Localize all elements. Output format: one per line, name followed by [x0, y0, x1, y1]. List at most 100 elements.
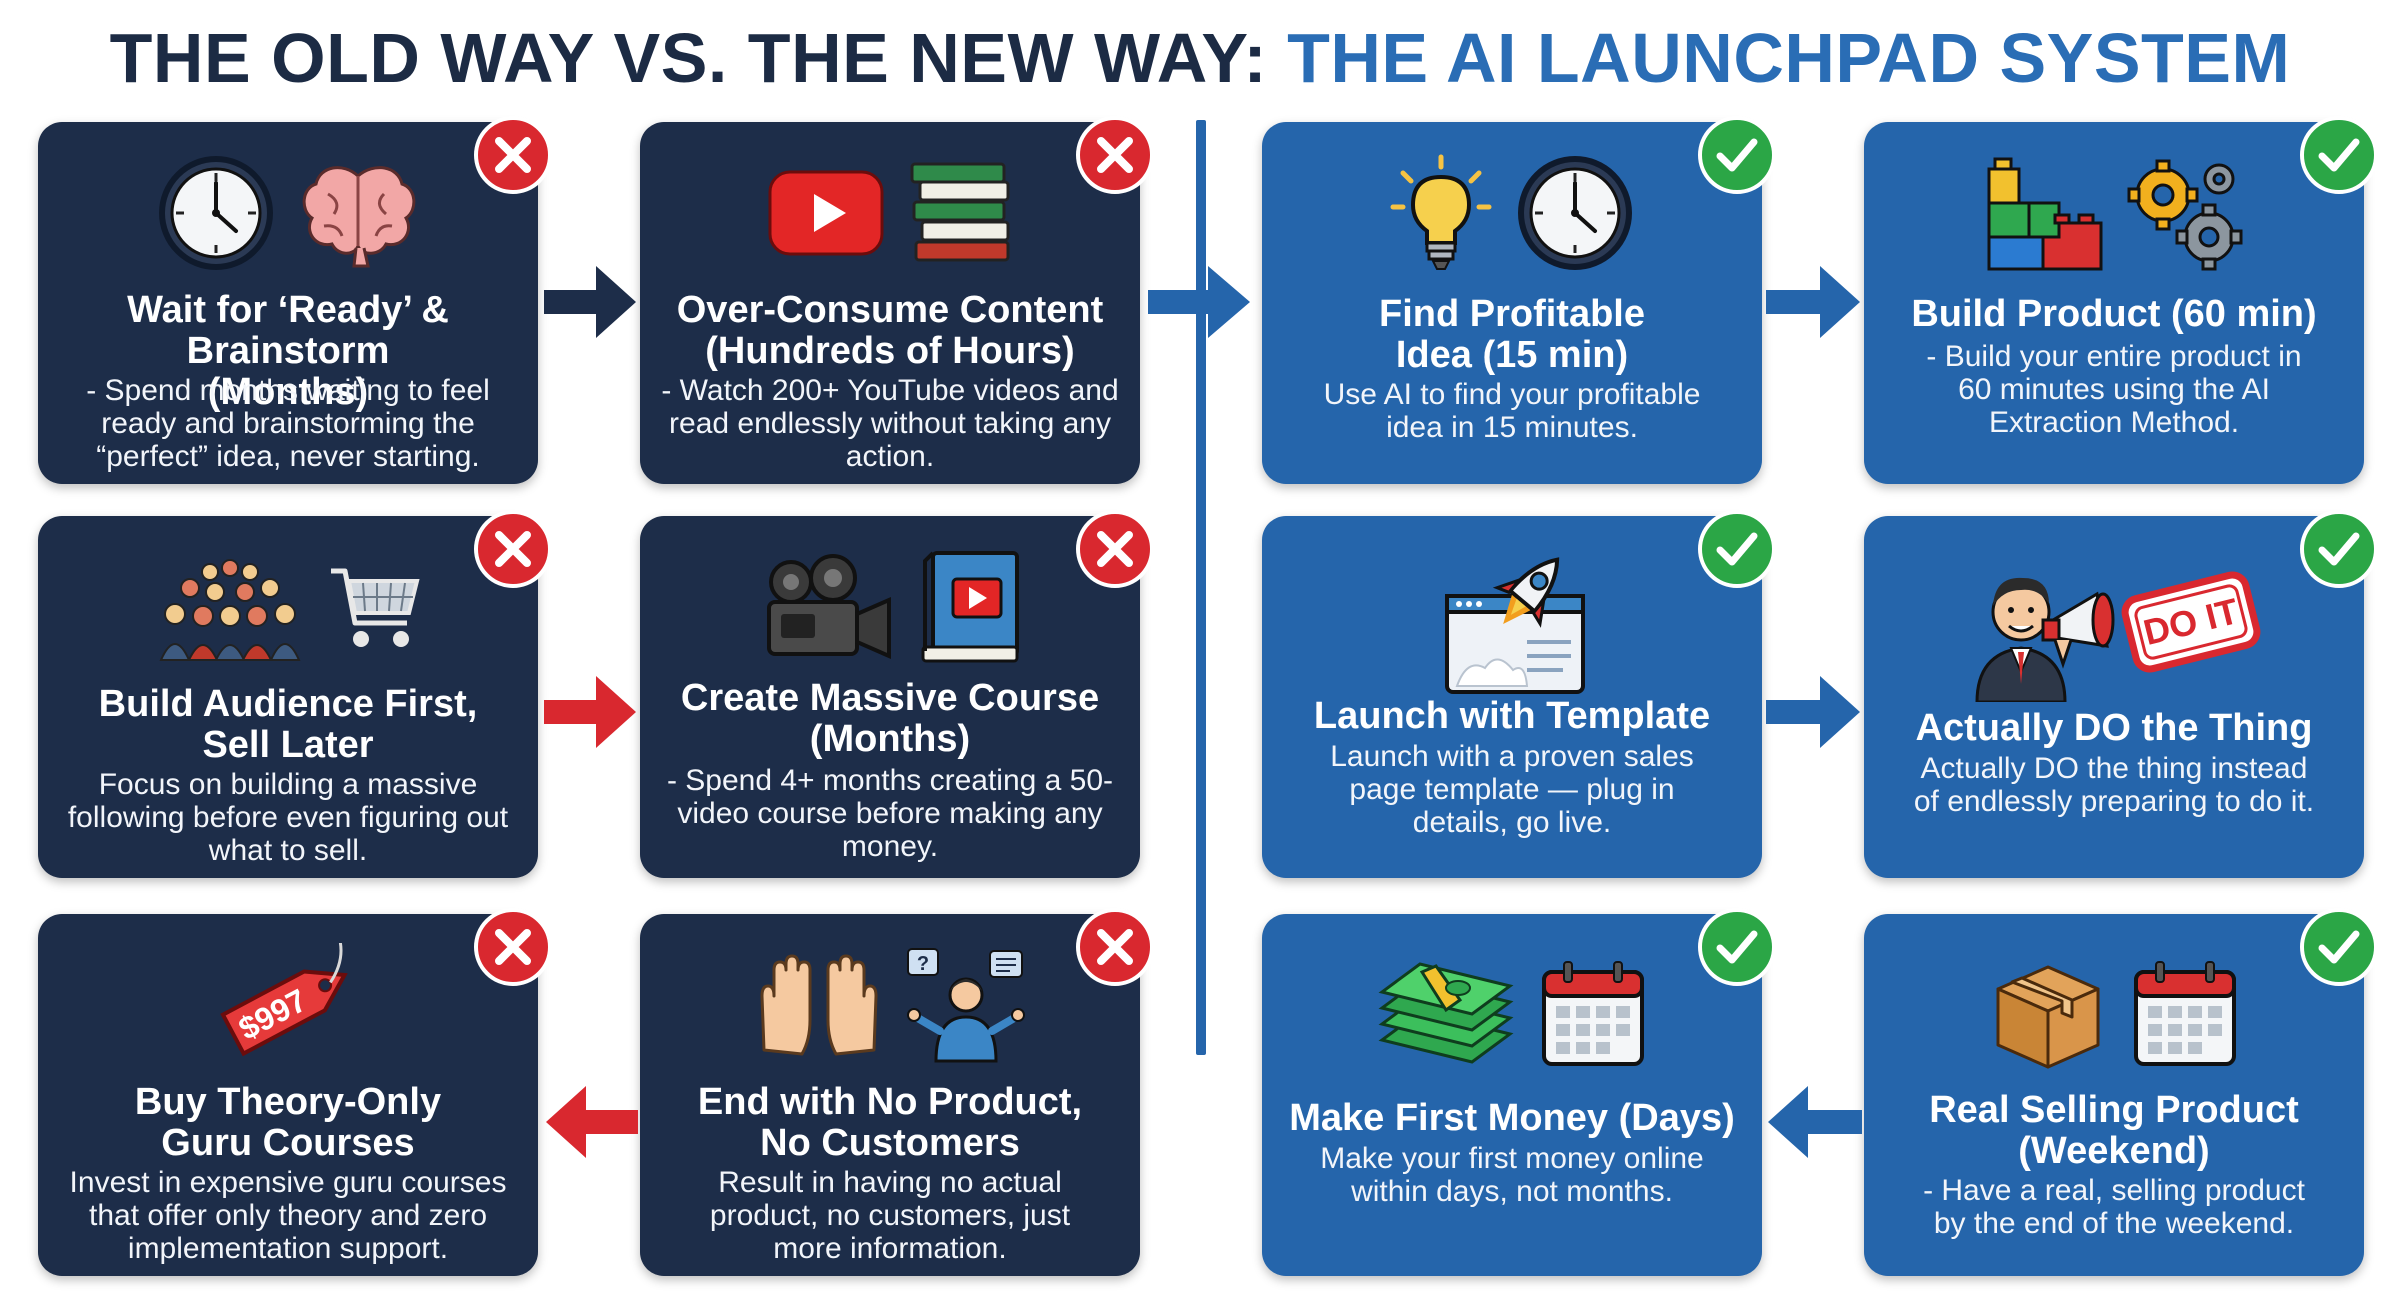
card-heading: Make First Money (Days) — [1289, 1097, 1735, 1139]
video-book-icon — [921, 551, 1019, 663]
card-icons: ? — [640, 940, 1140, 1070]
x-icon — [1097, 137, 1133, 173]
book-stack-icon — [910, 162, 1010, 262]
shopping-cart-icon — [331, 568, 420, 647]
check-icon — [2318, 930, 2360, 964]
youtube-play-icon — [768, 170, 884, 256]
old-way-card-no-product: ? End with No Product, No Customers Resu… — [640, 908, 1154, 1276]
check-badge — [1698, 908, 1776, 986]
video-camera-icon — [767, 554, 891, 660]
x-badge — [1076, 908, 1154, 986]
check-icon — [1716, 532, 1758, 566]
calendar-icon — [1542, 961, 1644, 1066]
card-description: Result in having no actual product, no c… — [709, 1166, 1071, 1265]
flow-arrow-left — [546, 1086, 638, 1158]
money-stack-icon — [1378, 962, 1514, 1064]
x-icon — [1097, 929, 1133, 965]
lightbulb-icon — [1390, 154, 1492, 270]
clock-icon — [1518, 156, 1632, 270]
title-part-new: THE AI LAUNCHPAD SYSTEM — [1287, 19, 2291, 97]
question-bubble-label: ? — [917, 953, 929, 975]
check-icon — [2318, 532, 2360, 566]
old-way-card-audience: Build Audience First, Sell Later Focus o… — [38, 510, 552, 878]
card-heading: Over-Consume Content (Hundreds of Hours) — [676, 289, 1104, 372]
check-badge — [2300, 510, 2378, 588]
clock-icon — [159, 156, 273, 270]
new-way-card-find-idea: Find Profitable Idea (15 min) Use AI to … — [1262, 116, 1776, 484]
card-description: Use AI to find your profitable idea in 1… — [1323, 378, 1701, 444]
x-badge — [474, 908, 552, 986]
do-it-stamp-icon: DO IT — [2121, 571, 2261, 673]
card-icons — [1262, 546, 1762, 696]
x-badge — [1076, 510, 1154, 588]
card-icons — [38, 542, 538, 672]
brain-icon — [302, 166, 416, 268]
card-icons — [1864, 148, 2364, 278]
card-icons — [640, 542, 1140, 672]
card-heading: Build Audience First, Sell Later — [98, 683, 478, 766]
new-way-card-first-money: Make First Money (Days) Make your first … — [1262, 908, 1776, 1276]
card-description: - Watch 200+ YouTube videos and read end… — [661, 374, 1119, 473]
card-description: Make your first money online within days… — [1320, 1142, 1704, 1208]
flow-arrow-right — [544, 266, 636, 338]
x-icon — [495, 929, 531, 965]
flow-arrow-right — [1148, 266, 1250, 338]
old-way-card-wait: Wait for ‘Ready’ & Brainstorm (Months) -… — [38, 116, 552, 484]
confused-person-icon: ? — [907, 948, 1025, 1063]
megaphone-man-icon — [1975, 577, 2115, 702]
card-description: Launch with a proven sales page template… — [1330, 740, 1694, 839]
card-description: Focus on building a massive following be… — [67, 768, 509, 867]
empty-hands-icon — [760, 954, 878, 1056]
building-blocks-icon — [1987, 157, 2103, 271]
card-icons — [640, 148, 1140, 278]
x-badge — [1076, 116, 1154, 194]
new-way-card-launch: Launch with Template Launch with a prove… — [1262, 510, 1776, 878]
check-icon — [1716, 138, 1758, 172]
card-icons: DO IT — [1864, 542, 2364, 702]
x-icon — [495, 137, 531, 173]
check-badge — [1698, 116, 1776, 194]
card-heading: Build Product (60 min) — [1911, 293, 2317, 335]
x-badge — [474, 510, 552, 588]
check-icon — [1716, 930, 1758, 964]
card-icons — [1262, 148, 1762, 278]
check-badge — [2300, 908, 2378, 986]
old-way-card-course: Create Massive Course (Months) - Spend 4… — [640, 510, 1154, 878]
x-badge — [474, 116, 552, 194]
page-title: THE OLD WAY VS. THE NEW WAY: THE AI LAUN… — [0, 18, 2400, 98]
old-way-card-guru: $997 Buy Theory-Only Guru Courses Invest… — [38, 908, 552, 1276]
flow-arrow-right — [1766, 676, 1860, 748]
x-icon — [495, 531, 531, 567]
flow-arrow-left — [1768, 1086, 1862, 1158]
card-heading: Buy Theory-Only Guru Courses — [134, 1081, 442, 1164]
card-heading: Real Selling Product (Weekend) — [1929, 1089, 2299, 1172]
price-tag-icon: $997 — [220, 943, 348, 1057]
card-description: - Spend months waiting to feel ready and… — [86, 374, 490, 473]
check-badge — [2300, 116, 2378, 194]
package-box-icon — [1996, 965, 2100, 1069]
card-description: Actually DO the thing instead of endless… — [1913, 752, 2315, 818]
crowd-icon — [159, 559, 301, 661]
card-heading: Find Profitable Idea (15 min) — [1379, 293, 1645, 376]
check-icon — [2318, 138, 2360, 172]
card-heading: Create Massive Course (Months) — [680, 677, 1100, 760]
card-description: Invest in expensive guru courses that of… — [69, 1166, 507, 1265]
card-icons — [1262, 948, 1762, 1078]
card-heading: Actually DO the Thing — [1915, 707, 2313, 749]
new-way-card-real-product: Real Selling Product (Weekend) - Have a … — [1864, 908, 2378, 1276]
card-heading: End with No Product, No Customers — [697, 1081, 1083, 1164]
old-way-card-consume: Over-Consume Content (Hundreds of Hours)… — [640, 116, 1154, 484]
card-heading: Launch with Template — [1313, 695, 1711, 737]
card-description: - Spend 4+ months creating a 50-video co… — [666, 764, 1114, 863]
new-way-card-build-product: Build Product (60 min) - Build your enti… — [1864, 116, 2378, 484]
card-icons — [1864, 948, 2364, 1078]
flow-arrow-right — [544, 676, 636, 748]
gears-icon — [2127, 159, 2243, 271]
card-icons — [38, 148, 538, 278]
flow-arrow-right — [1766, 266, 1860, 338]
check-badge — [1698, 510, 1776, 588]
card-heading: Wait for ‘Ready’ & Brainstorm (Months) — [127, 289, 449, 413]
x-icon — [1097, 531, 1133, 567]
section-divider — [1196, 120, 1206, 1055]
calendar-icon — [2134, 961, 2236, 1066]
